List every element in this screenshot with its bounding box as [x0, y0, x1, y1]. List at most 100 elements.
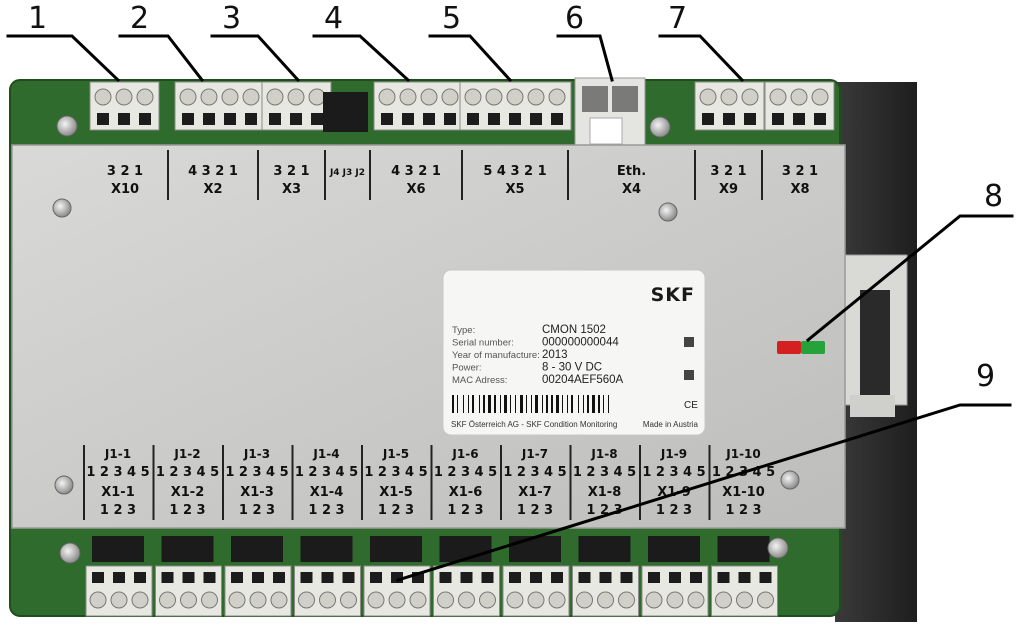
terminal-screw — [441, 88, 459, 106]
metal-cover-plate — [11, 144, 846, 529]
jumper-name: J1-7 — [521, 447, 548, 461]
terminal-opening — [444, 113, 456, 125]
barcode-bar — [587, 395, 589, 413]
terminal-screw — [221, 88, 239, 106]
jumper-name: J1-5 — [382, 447, 409, 461]
label-footer-right: Made in Austria — [643, 420, 699, 429]
screw — [658, 202, 678, 222]
barcode-bar — [546, 395, 548, 413]
terminal-opening — [814, 113, 826, 125]
callout-7: 7 — [668, 1, 687, 36]
terminal-opening — [423, 113, 435, 125]
connector-pin-numbers: J4 J3 J2 — [329, 168, 365, 178]
jumper-pin-numbers: 1 2 3 4 5 — [364, 465, 427, 480]
terminal-opening — [245, 113, 257, 125]
connector-pin-numbers: 3 2 1 — [782, 164, 818, 179]
barcode-bar — [452, 395, 454, 413]
terminal-screw — [576, 591, 593, 609]
terminal-opening — [530, 572, 542, 583]
terminal-opening — [620, 572, 633, 583]
barcode-bar — [468, 395, 469, 413]
qr-code-icon — [684, 370, 694, 380]
terminal-screw — [458, 591, 475, 609]
terminal-screw — [506, 591, 524, 609]
callout-4: 4 — [324, 1, 343, 36]
terminal-screw — [548, 88, 566, 106]
terminal-screw — [89, 591, 107, 609]
terminal-opening — [509, 572, 521, 583]
terminal-screw — [720, 88, 738, 106]
terminal-opening — [203, 572, 216, 583]
connector-name: X10 — [111, 182, 139, 197]
connector-name: X1-3 — [240, 485, 274, 500]
terminal-screw — [228, 591, 246, 609]
connector-pin-numbers: 1 2 3 — [656, 503, 692, 518]
connector-name: X1-5 — [379, 485, 413, 500]
qr-code-icon — [684, 337, 694, 347]
terminal-screw — [270, 591, 288, 609]
ethernet-jack — [574, 77, 646, 151]
terminal-opening — [578, 572, 591, 583]
callout-8: 8 — [984, 179, 1003, 214]
terminal-screw — [388, 591, 406, 609]
terminal-opening — [113, 572, 125, 583]
connector-name: X1-1 — [101, 485, 135, 500]
connector-pin-numbers: 4 3 2 1 — [391, 164, 441, 179]
top-terminal-blocks — [89, 81, 835, 131]
jumper-header — [370, 536, 422, 562]
jumper-pin-numbers: 1 2 3 4 5 — [156, 465, 219, 480]
connector-name: X6 — [406, 182, 425, 197]
terminal-opening — [402, 113, 414, 125]
jumper-header — [231, 536, 283, 562]
din-rail — [835, 82, 917, 622]
terminal-screw — [527, 591, 545, 609]
terminal-opening — [370, 572, 382, 583]
terminal-screw — [687, 591, 705, 609]
terminal-screw — [308, 88, 326, 106]
label-value: 00204AEF560A — [542, 374, 624, 386]
connector-name: X1-10 — [722, 485, 765, 500]
terminal-opening — [738, 572, 751, 583]
connector-name: X1-8 — [588, 485, 622, 500]
terminal-opening — [273, 572, 285, 583]
terminal-opening — [467, 113, 479, 125]
barcode-bar — [562, 395, 563, 413]
terminal-screw — [645, 591, 663, 609]
terminal-opening — [182, 572, 195, 583]
terminal-opening — [793, 113, 805, 125]
screw — [54, 475, 74, 495]
connector-pin-numbers: Eth. — [617, 164, 646, 179]
terminal-opening — [772, 113, 784, 125]
jumper-header — [509, 536, 561, 562]
jumper-pin-numbers: 1 2 3 4 5 — [225, 465, 288, 480]
jumper-name: J1-8 — [590, 447, 617, 461]
barcode-bar — [598, 395, 600, 413]
callout-5: 5 — [442, 1, 461, 36]
terminal-screw — [527, 88, 545, 106]
label-value: CMON 1502 — [542, 324, 606, 336]
label-value: 2013 — [542, 349, 568, 361]
terminal-opening — [321, 572, 334, 583]
terminal-opening — [300, 572, 313, 583]
jumper-header — [648, 536, 700, 562]
terminal-opening — [224, 113, 236, 125]
terminal-opening — [311, 113, 323, 125]
terminal-opening — [182, 113, 194, 125]
terminal-screw — [409, 591, 427, 609]
connector-pin-numbers: 1 2 3 — [308, 503, 344, 518]
terminal-screw — [769, 88, 787, 106]
screw — [649, 116, 671, 138]
terminal-opening — [381, 113, 393, 125]
terminal-screw — [115, 88, 133, 106]
barcode-bar — [571, 395, 573, 413]
connector-name: X1-7 — [518, 485, 552, 500]
connector-pin-numbers: 1 2 3 — [725, 503, 761, 518]
terminal-screw — [506, 88, 524, 106]
terminal-screw — [201, 591, 218, 609]
terminal-screw — [618, 591, 635, 609]
connector-name: X5 — [505, 182, 524, 197]
barcode-bar — [531, 395, 532, 413]
terminal-screw — [479, 591, 496, 609]
